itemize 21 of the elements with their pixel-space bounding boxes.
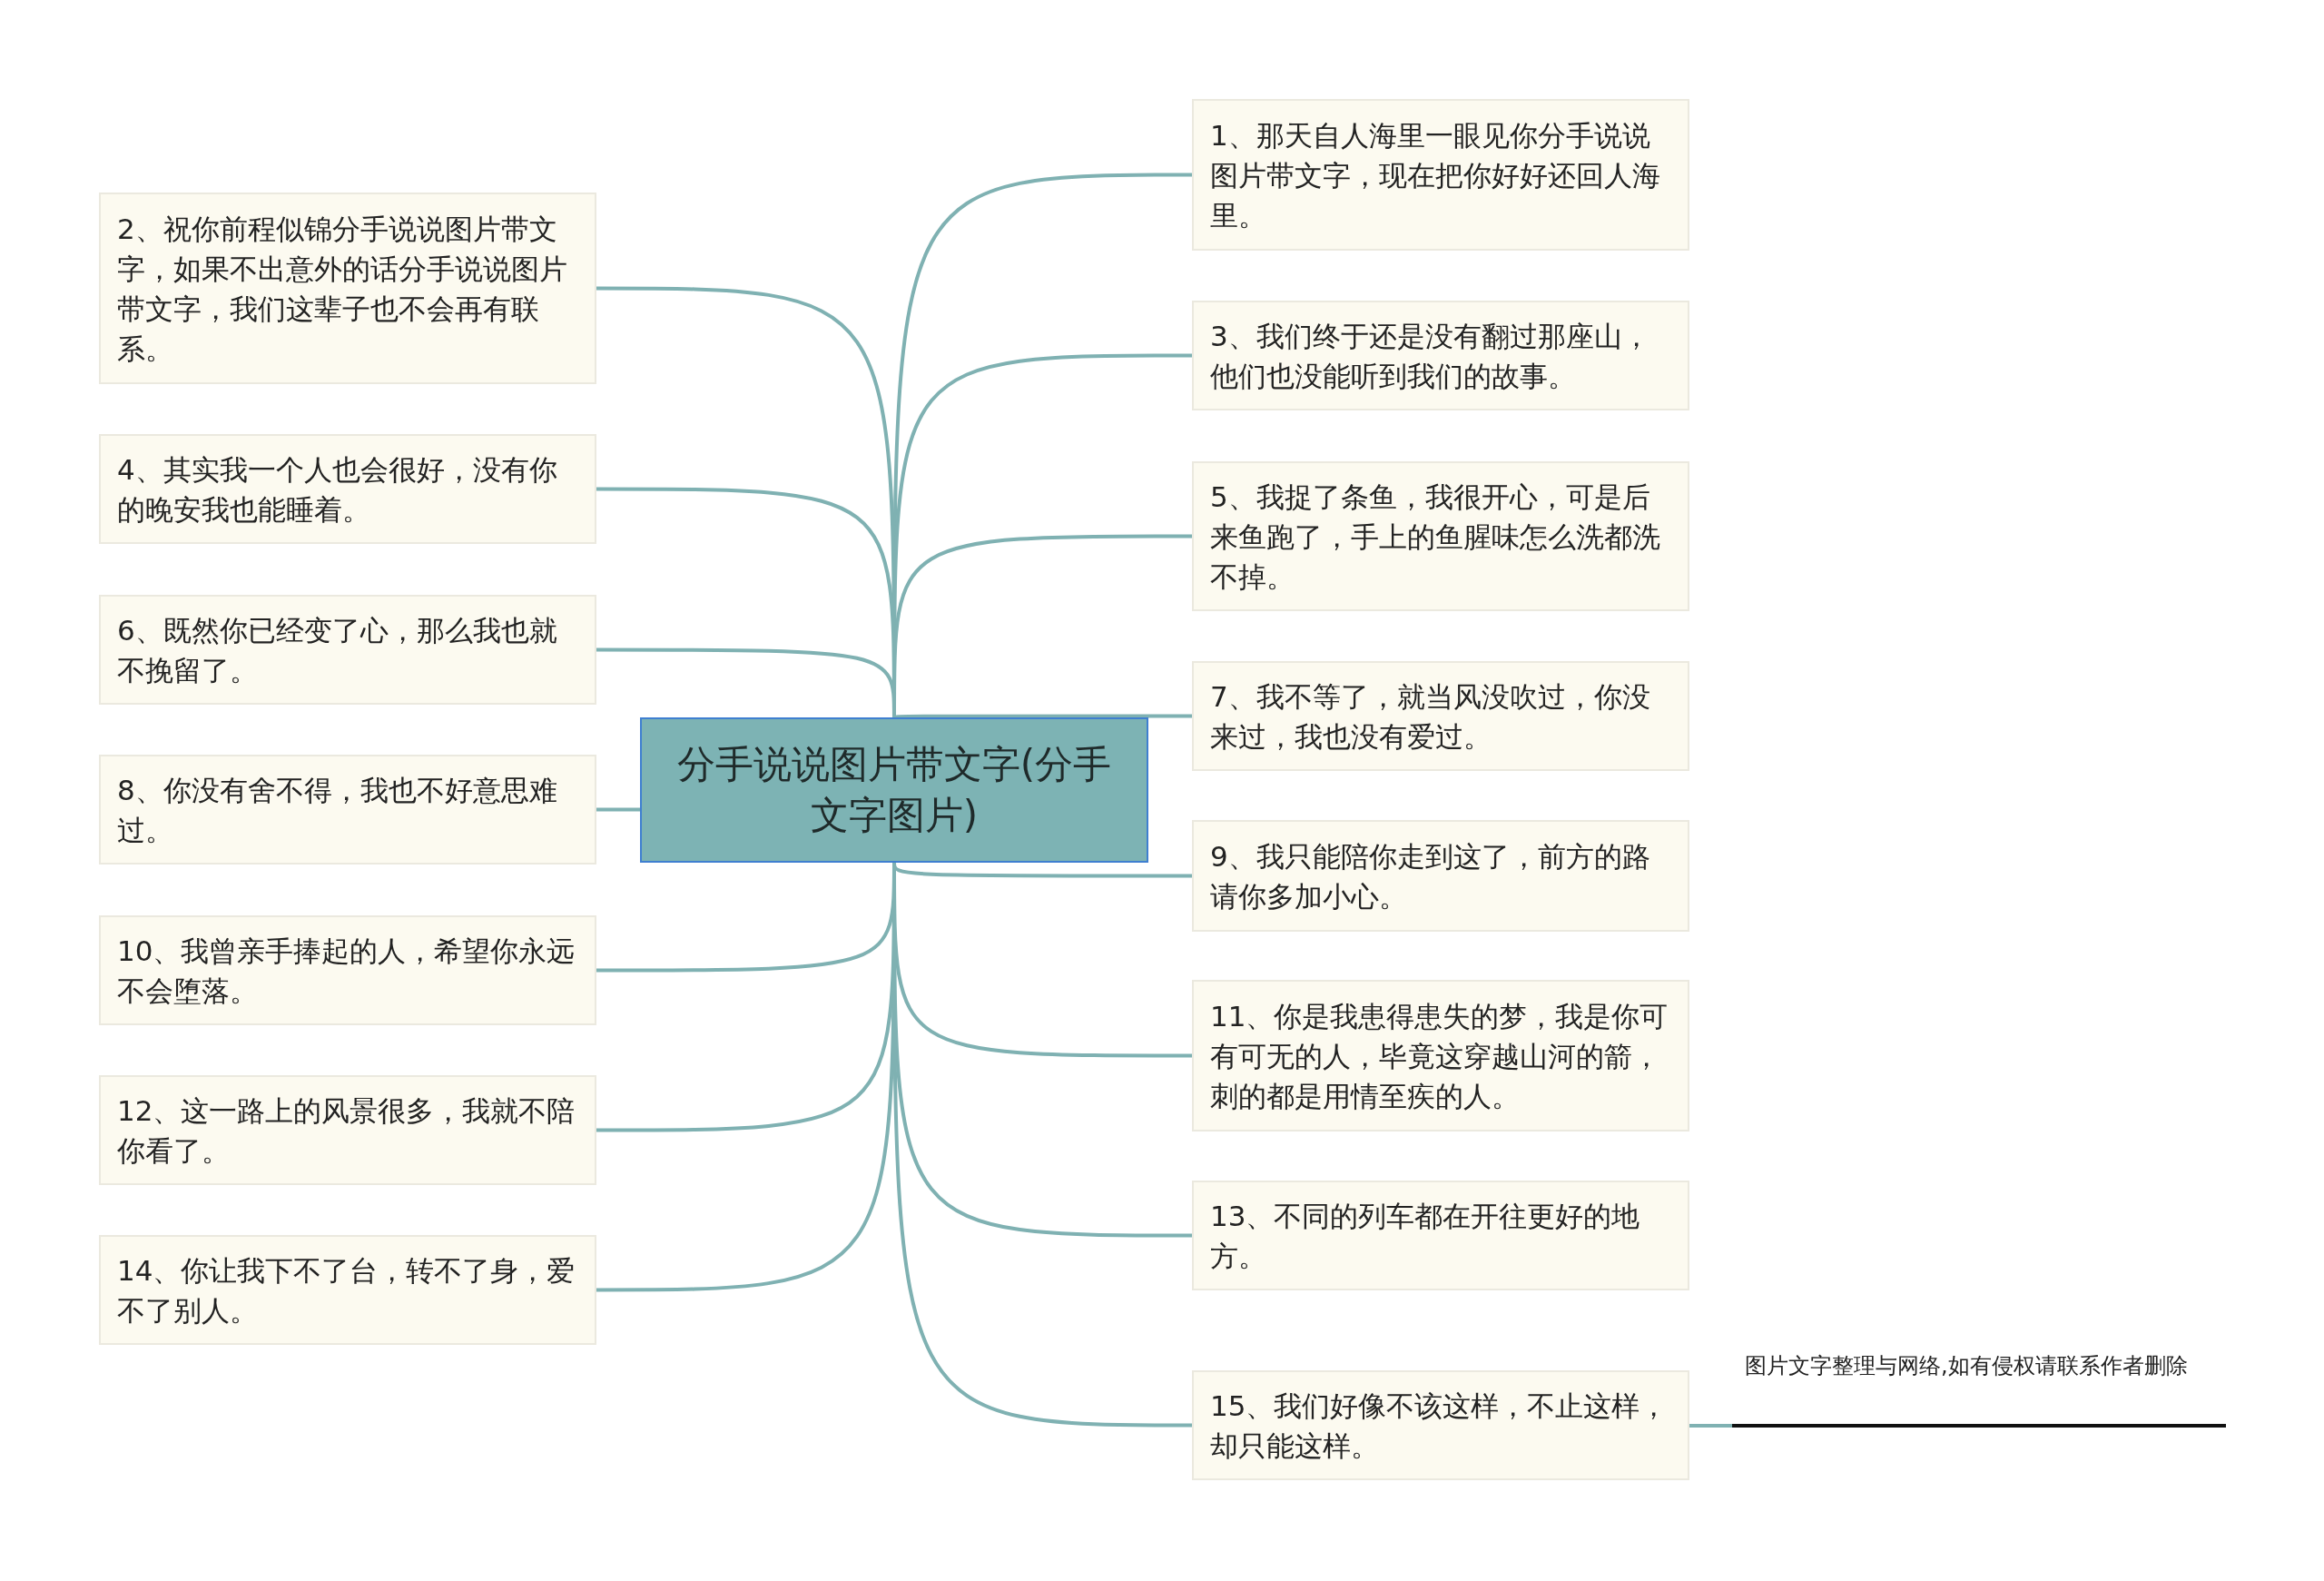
- topic-box: 10、我曾亲手捧起的人，希望你永远不会堕落。: [99, 915, 596, 1025]
- topic-box: 3、我们终于还是没有翻过那座山，他们也没能听到我们的故事。: [1192, 301, 1689, 410]
- topic-box: 9、我只能陪你走到这了，前方的路请你多加小心。: [1192, 820, 1689, 932]
- branch-connector: [596, 647, 896, 718]
- topic-box: 11、你是我患得患失的梦，我是你可有可无的人，毕竟这穿越山河的箭，刺的都是用情至疾的人。: [1192, 980, 1689, 1131]
- topic-box: 12、这一路上的风景很多，我就不陪你看了。: [99, 1075, 596, 1185]
- topic-box: 4、其实我一个人也会很好，没有你的晚安我也能睡着。: [99, 434, 596, 544]
- topic-box: 1、那天自人海里一眼见你分手说说图片带文字，现在把你好好还回人海里。: [1192, 99, 1689, 251]
- topic-box: 6、既然你已经变了心，那么我也就不挽留了。: [99, 595, 596, 705]
- topic-box: 14、你让我下不了台，转不了身，爱不了别人。: [99, 1235, 596, 1345]
- note-text: 图片文字整理与网络,如有侵权请联系作者删除: [1732, 1351, 2226, 1428]
- leader-line: [1689, 1424, 1732, 1428]
- central-topic-box: 分手说说图片带文字(分手文字图片): [640, 717, 1148, 863]
- topic-box: 15、我们好像不该这样，不止这样，却只能这样。: [1192, 1370, 1689, 1480]
- topic-box: 8、你没有舍不得，我也不好意思难过。: [99, 755, 596, 865]
- topic-box: 13、不同的列车都在开往更好的地方。: [1192, 1181, 1689, 1290]
- topic-box: 5、我捉了条鱼，我很开心，可是后来鱼跑了，手上的鱼腥味怎么洗都洗不掉。: [1192, 461, 1689, 611]
- branch-connector: [893, 714, 1192, 719]
- topic-box: 7、我不等了，就当风没吹过，你没来过，我也没有爱过。: [1192, 661, 1689, 771]
- topic-box: 2、祝你前程似锦分手说说图片带文字，如果不出意外的话分手说说图片带文字，我们这辈子也不会再有联系。: [99, 193, 596, 384]
- branch-connector: [596, 807, 640, 812]
